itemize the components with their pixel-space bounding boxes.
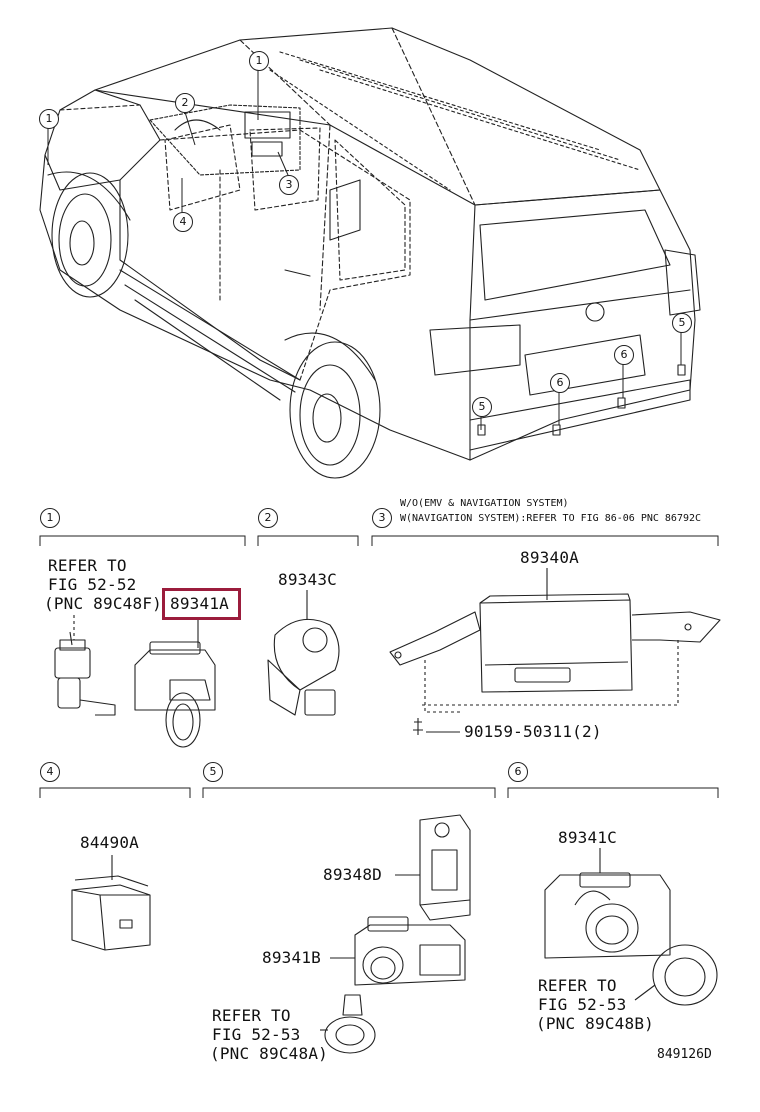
s1-refer-line-1: REFER TO <box>48 556 127 575</box>
callout-6-left: 6 <box>550 373 570 393</box>
sensor-drawing-89341A <box>134 620 216 748</box>
vehicle-illustration <box>39 27 701 479</box>
section-4-number: 4 <box>40 762 60 782</box>
part-89341B-label[interactable]: 89341B <box>262 948 321 967</box>
callout-3: 3 <box>279 175 299 195</box>
s6-refer-line-3: (PNC 89C48B) <box>536 1014 654 1033</box>
sensor-drawing-89348D <box>395 814 471 921</box>
ecu-drawing-89340A <box>389 568 721 735</box>
sensor-drawing-89341C <box>544 848 718 1006</box>
sensor-drawing-89343C <box>267 590 340 716</box>
part-89341A-label[interactable]: 89341A <box>170 594 229 613</box>
callout-2: 2 <box>175 93 195 113</box>
section-1-number: 1 <box>40 508 60 528</box>
part-89341C-label[interactable]: 89341C <box>558 828 617 847</box>
part-90159-label[interactable]: 90159-50311(2) <box>464 722 602 741</box>
s1-refer-line-3: (PNC 89C48F) <box>44 594 162 613</box>
sensor-drawing-s1-ref <box>54 615 116 716</box>
highlight-box-89341A <box>162 588 241 620</box>
part-89340A-label[interactable]: 89340A <box>520 548 579 567</box>
section-3-note-line-2: W(NAVIGATION SYSTEM):REFER TO FIG 86-06 … <box>400 513 702 524</box>
s1-refer-line-2: FIG 52-52 <box>48 575 137 594</box>
s5-refer-line-2: FIG 52-53 <box>212 1025 301 1044</box>
s6-refer-line-2: FIG 52-53 <box>538 995 627 1014</box>
part-89348D-label[interactable]: 89348D <box>323 865 382 884</box>
callout-4: 4 <box>173 212 193 232</box>
section-3-number: 3 <box>372 508 392 528</box>
sensor-drawing-89341B <box>320 916 466 1054</box>
section-5-number: 5 <box>203 762 223 782</box>
switch-drawing-84490A <box>71 855 151 951</box>
callout-5-right: 5 <box>672 313 692 333</box>
section-2-number: 2 <box>258 508 278 528</box>
part-drawings <box>54 568 721 1054</box>
part-89343C-label[interactable]: 89343C <box>278 570 337 589</box>
section-6-number: 6 <box>508 762 528 782</box>
section-3-note-line-1: W/O(EMV & NAVIGATION SYSTEM) <box>400 498 569 509</box>
section-brackets <box>39 535 719 798</box>
figure-id: 849126D <box>657 1047 712 1062</box>
callout-leaders <box>47 70 682 430</box>
callout-1-front: 1 <box>39 109 59 129</box>
callout-6-right: 6 <box>614 345 634 365</box>
callout-1-dash: 1 <box>249 51 269 71</box>
callout-5-left: 5 <box>472 397 492 417</box>
s6-refer-line-1: REFER TO <box>538 976 617 995</box>
s5-refer-line-1: REFER TO <box>212 1006 291 1025</box>
s5-refer-line-3: (PNC 89C48A) <box>210 1044 328 1063</box>
part-84490A-label[interactable]: 84490A <box>80 833 139 852</box>
